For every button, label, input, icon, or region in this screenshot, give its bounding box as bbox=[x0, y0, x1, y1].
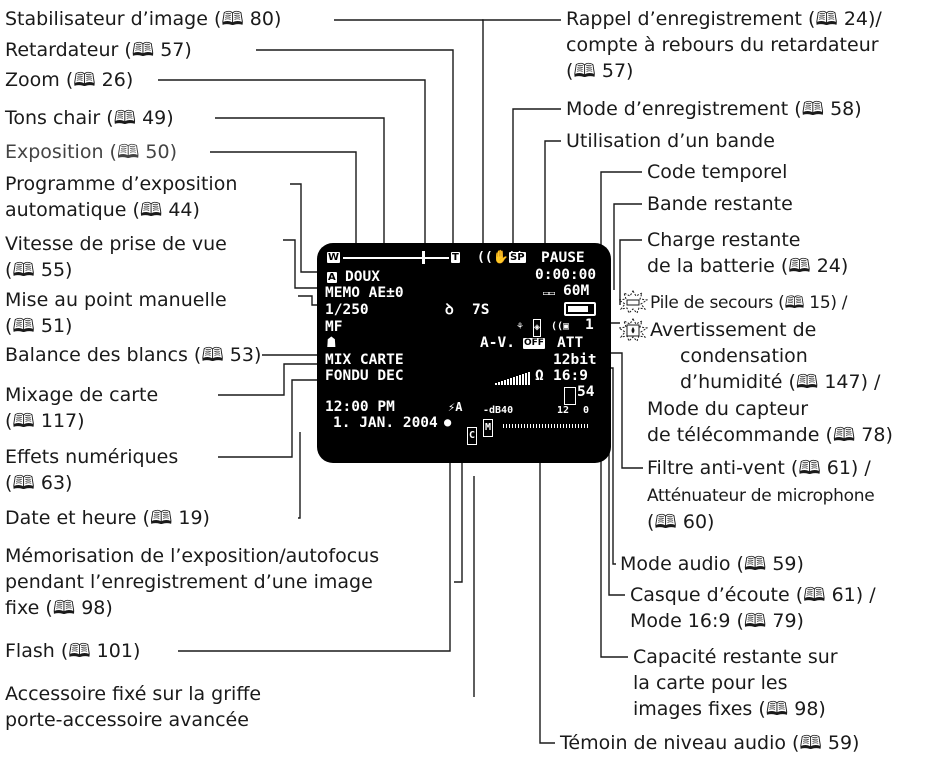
remote-mode-value: 1 bbox=[585, 317, 594, 333]
label-remote-sensor-1: Mode du capteur bbox=[647, 398, 809, 420]
self-timer-icon: ꝺ bbox=[445, 302, 454, 318]
av-insert-label: A-V. bbox=[480, 335, 515, 351]
label-wind-filter: Filtre anti-vent (🕮 61) / bbox=[647, 457, 871, 479]
label-backup-battery: Pile de secours (🕮 15) / bbox=[650, 293, 848, 313]
label-white-balance: Balance des blancs (🕮 53) bbox=[5, 344, 262, 366]
battery-fill bbox=[568, 306, 588, 312]
card-mix-value: MIX CARTE bbox=[325, 352, 404, 368]
manual-focus-value: MF bbox=[325, 319, 343, 335]
volume-ramp-icon bbox=[495, 372, 530, 385]
label-manual-focus-2: (🕮 51) bbox=[5, 315, 73, 337]
white-balance-icon: ☗ bbox=[327, 335, 336, 351]
label-shutter-speed-1: Vitesse de prise de vue bbox=[5, 233, 227, 255]
label-accessory-2: porte-accessoire avancée bbox=[5, 709, 249, 731]
wide-mode-value: 16:9 bbox=[553, 368, 588, 384]
shutter-speed-value: 1/250 bbox=[325, 302, 369, 318]
label-ae-af-lock-1: Mémorisation de l’exposition/autofocus bbox=[5, 545, 380, 567]
label-16-9-mode: Mode 16:9 (🕮 79) bbox=[630, 610, 804, 632]
label-audio-mode: Mode audio (🕮 59) bbox=[620, 553, 804, 575]
audio-12-label: 12 bbox=[557, 405, 570, 416]
camera-lcd-screen: W T ((✋)) A DOUX MEMO AE±0 1/250 ꝺ 7S MF… bbox=[317, 243, 611, 463]
remote-sensor-icon: ((▣ bbox=[551, 321, 570, 332]
label-battery-2: de la batterie (🕮 24) bbox=[647, 255, 849, 277]
tape-icon: ▭▭ bbox=[543, 288, 556, 299]
wind-filter-icon: ⚘ bbox=[517, 321, 524, 332]
record-mode-tag: SP bbox=[509, 252, 526, 263]
skin-detail-value: DOUX bbox=[345, 269, 380, 285]
label-shutter-speed-2: (🕮 55) bbox=[5, 259, 73, 281]
time-value: 12:00 PM bbox=[325, 399, 395, 415]
label-date-time: Date et heure (🕮 19) bbox=[5, 507, 210, 529]
program-ae-tag: A bbox=[327, 272, 337, 283]
flash-auto-indicator: ⚡A bbox=[448, 400, 463, 414]
label-audio-level: Témoin de niveau audio (🕮 59) bbox=[560, 732, 860, 754]
label-card-capacity-1: Capacité restante sur bbox=[633, 646, 838, 668]
label-remote-sensor-2: de télécommande (🕮 78) bbox=[647, 424, 893, 446]
label-self-timer: Retardateur (🕮 57) bbox=[5, 39, 192, 61]
zoom-tele-tag: T bbox=[451, 252, 460, 263]
label-card-mix-1: Mixage de carte bbox=[5, 384, 159, 406]
label-ae-af-lock-3: fixe (🕮 98) bbox=[5, 597, 113, 619]
label-record-mode: Mode d’enregistrement (🕮 58) bbox=[566, 98, 862, 120]
mic-attenuator-value: ATT bbox=[557, 335, 584, 351]
audio-meter-tag: M bbox=[483, 419, 494, 437]
card-icon bbox=[564, 387, 577, 405]
label-image-stabilizer: Stabilisateur d’image (🕮 80) bbox=[5, 8, 282, 30]
label-skin-tone: Tons chair (🕮 49) bbox=[5, 107, 174, 129]
zoom-position-marker bbox=[422, 251, 425, 264]
label-record-review-1: Rappel d’enregistrement (🕮 24)/ bbox=[566, 8, 882, 30]
label-time-code: Code temporel bbox=[647, 161, 788, 183]
time-code-value: 0:00:00 bbox=[535, 267, 597, 283]
label-manual-focus-1: Mise au point manuelle bbox=[5, 289, 227, 311]
label-digital-effects-2: (🕮 63) bbox=[5, 472, 73, 494]
accessory-shoe-icon: C bbox=[467, 427, 478, 445]
label-battery-1: Charge restante bbox=[647, 229, 801, 251]
label-tape-operation: Utilisation d’un bande bbox=[566, 130, 775, 152]
label-ae-program-2: automatique (🕮 44) bbox=[5, 199, 200, 221]
audio-db-label: -dB40 bbox=[483, 405, 514, 416]
timer-countdown-value: 7S bbox=[472, 302, 490, 318]
label-condensation-2: condensation bbox=[680, 345, 808, 367]
audio-level-meter bbox=[503, 424, 589, 428]
label-mic-attenuator-ref: (🕮 60) bbox=[647, 511, 715, 533]
label-card-capacity-2: la carte pour les bbox=[633, 672, 788, 694]
label-remaining-tape: Bande restante bbox=[647, 193, 793, 215]
label-zoom: Zoom (🕮 26) bbox=[5, 69, 134, 91]
label-digital-effects-1: Effets numériques bbox=[5, 446, 179, 468]
headphones-icon: Ω bbox=[535, 368, 544, 384]
label-exposure: Exposition (🕮 50) bbox=[5, 141, 177, 163]
audio-mode-value: 12bit bbox=[553, 352, 597, 368]
label-condensation-3: d’humidité (🕮 147) / bbox=[680, 371, 881, 393]
tape-remaining-value: 60M bbox=[563, 283, 590, 299]
label-flash: Flash (🕮 101) bbox=[5, 640, 141, 662]
date-value: 1. JAN. 2004 bbox=[333, 415, 438, 431]
label-card-mix-2: (🕮 117) bbox=[5, 410, 85, 432]
zoom-wide-tag: W bbox=[327, 252, 341, 263]
exposure-memo-value: MEMO AE±0 bbox=[325, 285, 404, 301]
label-ae-af-lock-2: pendant l’enregistrement d’une image bbox=[5, 571, 373, 593]
label-mic-attenuator: Atténuateur de microphone bbox=[647, 486, 875, 506]
condensation-warning-icon bbox=[618, 318, 648, 342]
label-record-review-3: (🕮 57) bbox=[566, 60, 634, 82]
backup-battery-warning-icon bbox=[618, 290, 648, 314]
condensation-icon: ◈ bbox=[533, 319, 542, 337]
label-card-capacity-3: images fixes (🕮 98) bbox=[633, 698, 826, 720]
label-condensation-1: Avertissement de bbox=[650, 319, 817, 341]
card-remaining-value: 54 bbox=[577, 384, 595, 400]
zoom-bar bbox=[343, 257, 449, 259]
label-accessory-1: Accessoire fixé sur la griffe bbox=[5, 683, 262, 705]
off-tag: OFF bbox=[523, 338, 545, 349]
battery-icon bbox=[564, 302, 596, 316]
ae-af-lock-dot-icon: ● bbox=[444, 415, 452, 429]
tape-status-value: PAUSE bbox=[541, 250, 585, 266]
audio-0-label: 0 bbox=[583, 405, 590, 416]
label-ae-program-1: Programme d’exposition bbox=[5, 173, 238, 195]
label-record-review-2: compte à rebours du retardateur bbox=[566, 34, 879, 56]
digital-effect-value: FONDU DEC bbox=[325, 368, 404, 384]
label-headphones: Casque d’écoute (🕮 61) / bbox=[630, 584, 876, 606]
